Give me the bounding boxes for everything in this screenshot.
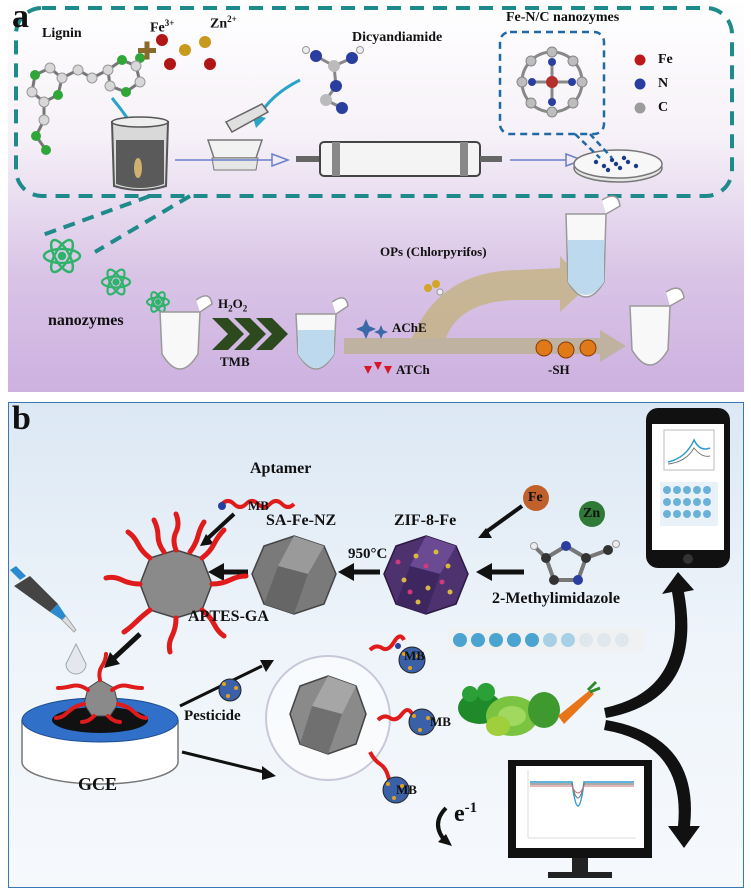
arrow-aptamer-down bbox=[204, 512, 236, 542]
atom-icon-medium bbox=[100, 268, 132, 296]
droplet-icon bbox=[65, 642, 87, 675]
label-fe3: Fe3+ bbox=[150, 18, 175, 36]
monitor-icon bbox=[508, 760, 652, 878]
label-mb-aptamer: MB bbox=[248, 498, 269, 513]
mortar-icon bbox=[206, 103, 270, 171]
zoom-callout-box bbox=[498, 30, 606, 136]
methylimidazole-molecule-icon bbox=[530, 540, 620, 585]
microplate-strip-icon bbox=[448, 628, 644, 652]
dashed-connector-2 bbox=[93, 194, 192, 254]
pipette-icon bbox=[10, 566, 77, 633]
metal-ions-icon bbox=[156, 34, 216, 70]
label-zif-8-fe: ZIF-8-Fe bbox=[394, 512, 457, 529]
synthesis-dashed-box bbox=[14, 6, 734, 198]
legend-n-label: N bbox=[658, 76, 669, 91]
label-mb-complex-1: MB bbox=[404, 648, 425, 663]
central-particle-bubble bbox=[265, 655, 391, 781]
plus-icon bbox=[138, 41, 156, 60]
label-fe-n-c-nanozymes: Fe-N/C nanozymes bbox=[506, 10, 620, 25]
sh-group-icon bbox=[535, 339, 597, 359]
label-ops: OPs (Chlorpyrifos) bbox=[380, 244, 487, 259]
beaker-icon bbox=[110, 116, 170, 191]
label-ache: AChE bbox=[392, 320, 427, 335]
label-electron: e-1 bbox=[454, 800, 478, 827]
aptamer-functionalized-particle-icon bbox=[103, 511, 249, 655]
label-atch: ATCh bbox=[396, 362, 430, 377]
ops-curved-arrow bbox=[412, 256, 588, 338]
gce-electrode-icon bbox=[21, 652, 179, 785]
label-tmb: TMB bbox=[220, 354, 250, 369]
curved-arrow-to-phone bbox=[604, 572, 694, 718]
petri-dish-icon bbox=[573, 149, 663, 183]
aptamer-strand-icon bbox=[220, 499, 296, 509]
label-sa-fe-nz: SA-Fe-NZ bbox=[266, 512, 337, 529]
lignin-molecule-icon bbox=[26, 53, 146, 155]
label-aptamer: Aptamer bbox=[250, 460, 312, 477]
zn-ball-icon bbox=[579, 501, 605, 527]
tube-icon-empty-1 bbox=[159, 295, 213, 370]
tube-icon-blue-1 bbox=[295, 297, 349, 370]
label-temperature: 950°C bbox=[348, 546, 388, 562]
sa-fe-nz-polyhedron-icon bbox=[251, 535, 337, 615]
fe-ball-icon bbox=[523, 485, 549, 511]
label-gce: GCE bbox=[78, 774, 118, 794]
atom-icon-small bbox=[146, 291, 170, 313]
dicyandiamide-molecule-icon bbox=[302, 46, 364, 114]
legend-fe-dot bbox=[634, 54, 646, 66]
label-mb-complex-2: MB bbox=[430, 714, 451, 729]
smartphone-icon bbox=[646, 408, 730, 568]
label-2-methylimidazole: 2-Methylimidazole bbox=[492, 590, 620, 607]
label-nanozymes: nanozymes bbox=[48, 312, 124, 329]
ache-enzyme-icon bbox=[356, 319, 388, 339]
label-fe-ball: Fe bbox=[528, 490, 543, 505]
tube-icon-empty-2 bbox=[629, 287, 685, 366]
panel-letter-a: a bbox=[12, 0, 29, 35]
label-dicyandiamide: Dicyandiamide bbox=[352, 30, 443, 45]
pesticide-icon bbox=[218, 678, 242, 702]
legend-n-dot bbox=[634, 78, 646, 90]
tube-furnace-icon bbox=[296, 141, 502, 177]
label-lignin: Lignin bbox=[42, 26, 82, 41]
curved-arrow-to-monitor bbox=[604, 720, 700, 848]
arrow-fe-to-zif bbox=[484, 504, 524, 534]
aptamer-pesticide-complex-1 bbox=[368, 634, 426, 674]
label-aptes-ga: APTES-GA bbox=[188, 608, 269, 625]
legend-c-label: C bbox=[658, 100, 669, 115]
label-pesticide: Pesticide bbox=[184, 708, 241, 724]
vegetables-icon bbox=[458, 680, 601, 736]
atom-icon-large bbox=[42, 238, 82, 274]
main-reaction-arrow bbox=[344, 330, 626, 362]
fe-n4-structure-icon bbox=[516, 46, 588, 118]
atch-substrate-icon bbox=[364, 362, 392, 374]
chevron-arrows-icon bbox=[212, 318, 288, 350]
legend-fe-label: Fe bbox=[658, 52, 673, 67]
label-zn2: Zn2+ bbox=[210, 14, 237, 32]
label-sh: -SH bbox=[548, 362, 570, 377]
aptamer-pesticide-complex-3 bbox=[368, 751, 410, 804]
label-mb-complex-3: MB bbox=[396, 782, 417, 797]
zif-8-fe-polyhedron-icon bbox=[383, 535, 469, 615]
label-h2o2: H2O2 bbox=[218, 296, 248, 314]
tube-icon-blue-2 bbox=[565, 195, 621, 298]
aptamer-pesticide-complex-2 bbox=[376, 708, 436, 736]
panel-letter-b: b bbox=[12, 400, 31, 437]
ops-molecule-icon bbox=[424, 280, 444, 296]
legend-c-dot bbox=[634, 102, 646, 114]
label-zn-ball: Zn bbox=[583, 506, 601, 521]
